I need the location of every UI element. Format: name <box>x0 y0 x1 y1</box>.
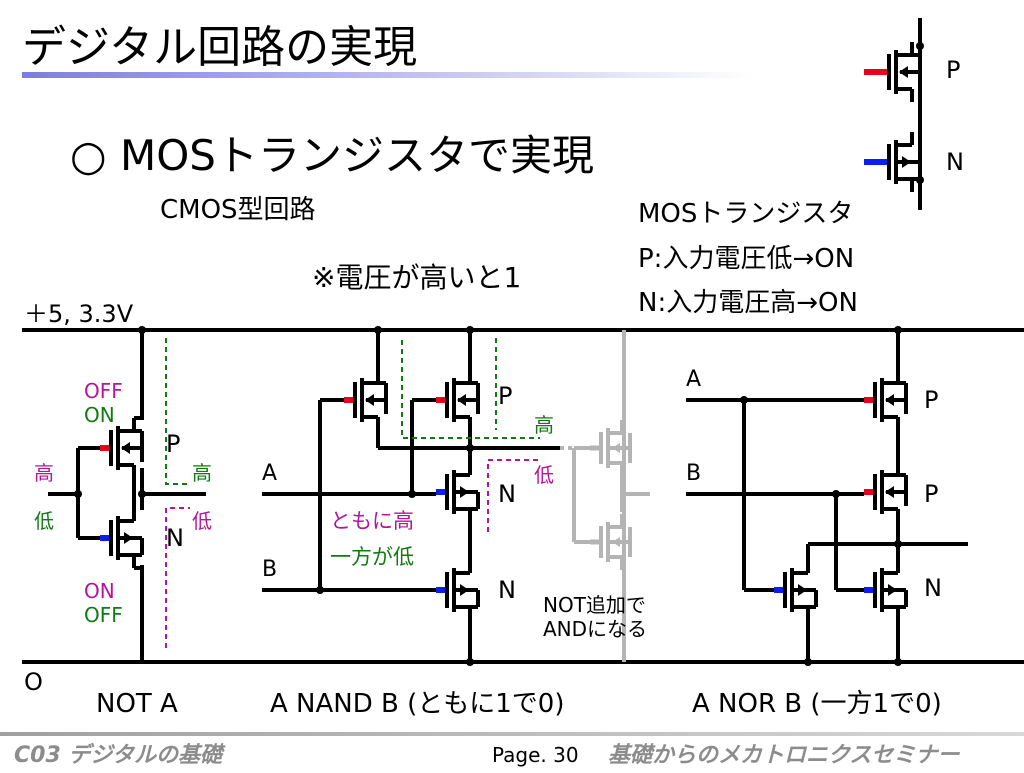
ground-rail-label: O <box>24 668 43 696</box>
nor-gate-circuit <box>686 326 968 666</box>
not-input-low: 低 <box>34 509 54 533</box>
not-n-state-on: ON <box>84 579 115 603</box>
not-p-state-on: ON <box>84 403 115 427</box>
slide-title: デジタル回路の実現 <box>22 22 417 73</box>
logic-level-note: ※電圧が高いと1 <box>312 261 521 294</box>
nor-p-label-2: P <box>924 480 938 508</box>
section-heading: ○ MOSトランジスタで実現 <box>70 131 594 180</box>
not-p-state-off: OFF <box>84 379 123 403</box>
legend-n-rule: N:入力電圧高→ON <box>638 288 858 318</box>
nand-gate-caption: A NAND B (ともに1で0) <box>270 689 565 719</box>
not-input-high: 高 <box>34 461 54 485</box>
nand-input-b: B <box>262 557 277 582</box>
nand-both-high: ともに高 <box>330 509 414 533</box>
title-underline <box>22 72 752 78</box>
nand-one-low: 一方が低 <box>330 545 414 569</box>
nor-p-label-1: P <box>924 386 938 414</box>
nor-input-a: A <box>686 367 701 392</box>
not-p-label: P <box>166 430 180 458</box>
not-n-label: N <box>166 524 184 552</box>
nand-n-label-1: N <box>498 480 516 508</box>
nand-output-high: 高 <box>534 413 554 437</box>
footer-course: C03 デジタルの基礎 <box>14 742 226 768</box>
nand-output-low: 低 <box>534 463 554 487</box>
not-added-note-line2: ANDになる <box>543 617 647 641</box>
footer-seminar: 基礎からのメカトロニクスセミナー <box>608 743 960 768</box>
legend-transistors <box>864 18 924 210</box>
footer-page-number: Page. 30 <box>492 743 579 767</box>
legend-title: MOSトランジスタ <box>638 199 853 229</box>
nor-n-label: N <box>924 574 942 602</box>
vdd-rail-label: ＋5, 3.3V <box>24 300 134 328</box>
legend-n-label: N <box>946 148 964 176</box>
not-added-note-line1: NOT追加で <box>543 593 646 617</box>
nor-gate-caption: A NOR B (一方1で0) <box>692 689 942 719</box>
not-gate-caption: NOT A <box>96 689 178 719</box>
legend-p-rule: P:入力電圧低→ON <box>638 244 854 274</box>
not-output-low: 低 <box>192 509 212 533</box>
not-output-high: 高 <box>192 461 212 485</box>
added-not-stage <box>572 330 650 662</box>
not-n-state-off: OFF <box>84 603 123 627</box>
not-gate-circuit <box>48 326 206 662</box>
legend-p-label: P <box>946 56 960 84</box>
section-subheading: CMOS型回路 <box>160 195 316 225</box>
nand-input-a: A <box>262 461 277 486</box>
nand-n-label-2: N <box>498 576 516 604</box>
footer-rule <box>0 732 1024 736</box>
nand-p-label: P <box>498 382 512 410</box>
nand-gate-circuit <box>262 326 574 666</box>
nor-input-b: B <box>686 461 701 486</box>
